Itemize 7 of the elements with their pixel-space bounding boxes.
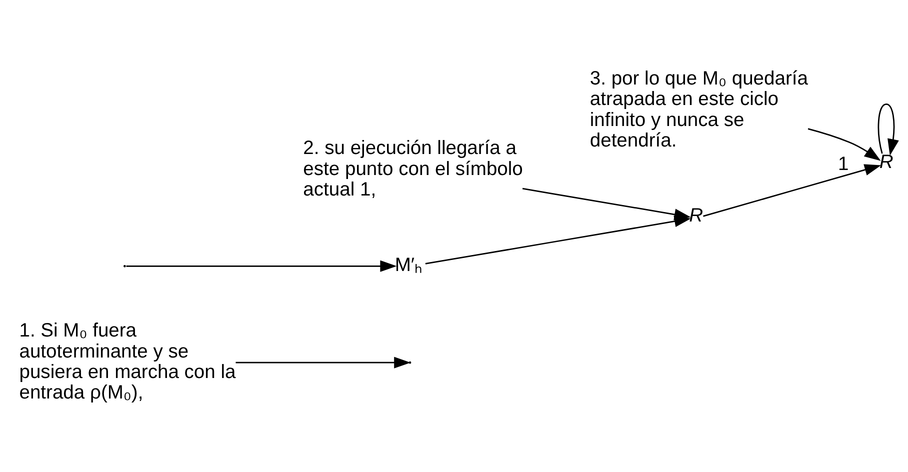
node-text: R: [879, 151, 894, 172]
node-text: 2. su ejecución llegaría a este punto con el símbolo actual 1,: [303, 138, 523, 200]
node-text: R: [689, 205, 704, 226]
node-text: 3. por lo que M₀ quedaría atrapada en este ciclo infinito y nunca se detendría.: [590, 68, 808, 151]
node-text: 1. Si M₀ fuera autoterminante y se pusiera en marcha con la entrada ρ(M₀),: [19, 320, 236, 404]
edge-label: 1: [838, 153, 849, 174]
node-text: M′ₕ: [394, 254, 423, 276]
